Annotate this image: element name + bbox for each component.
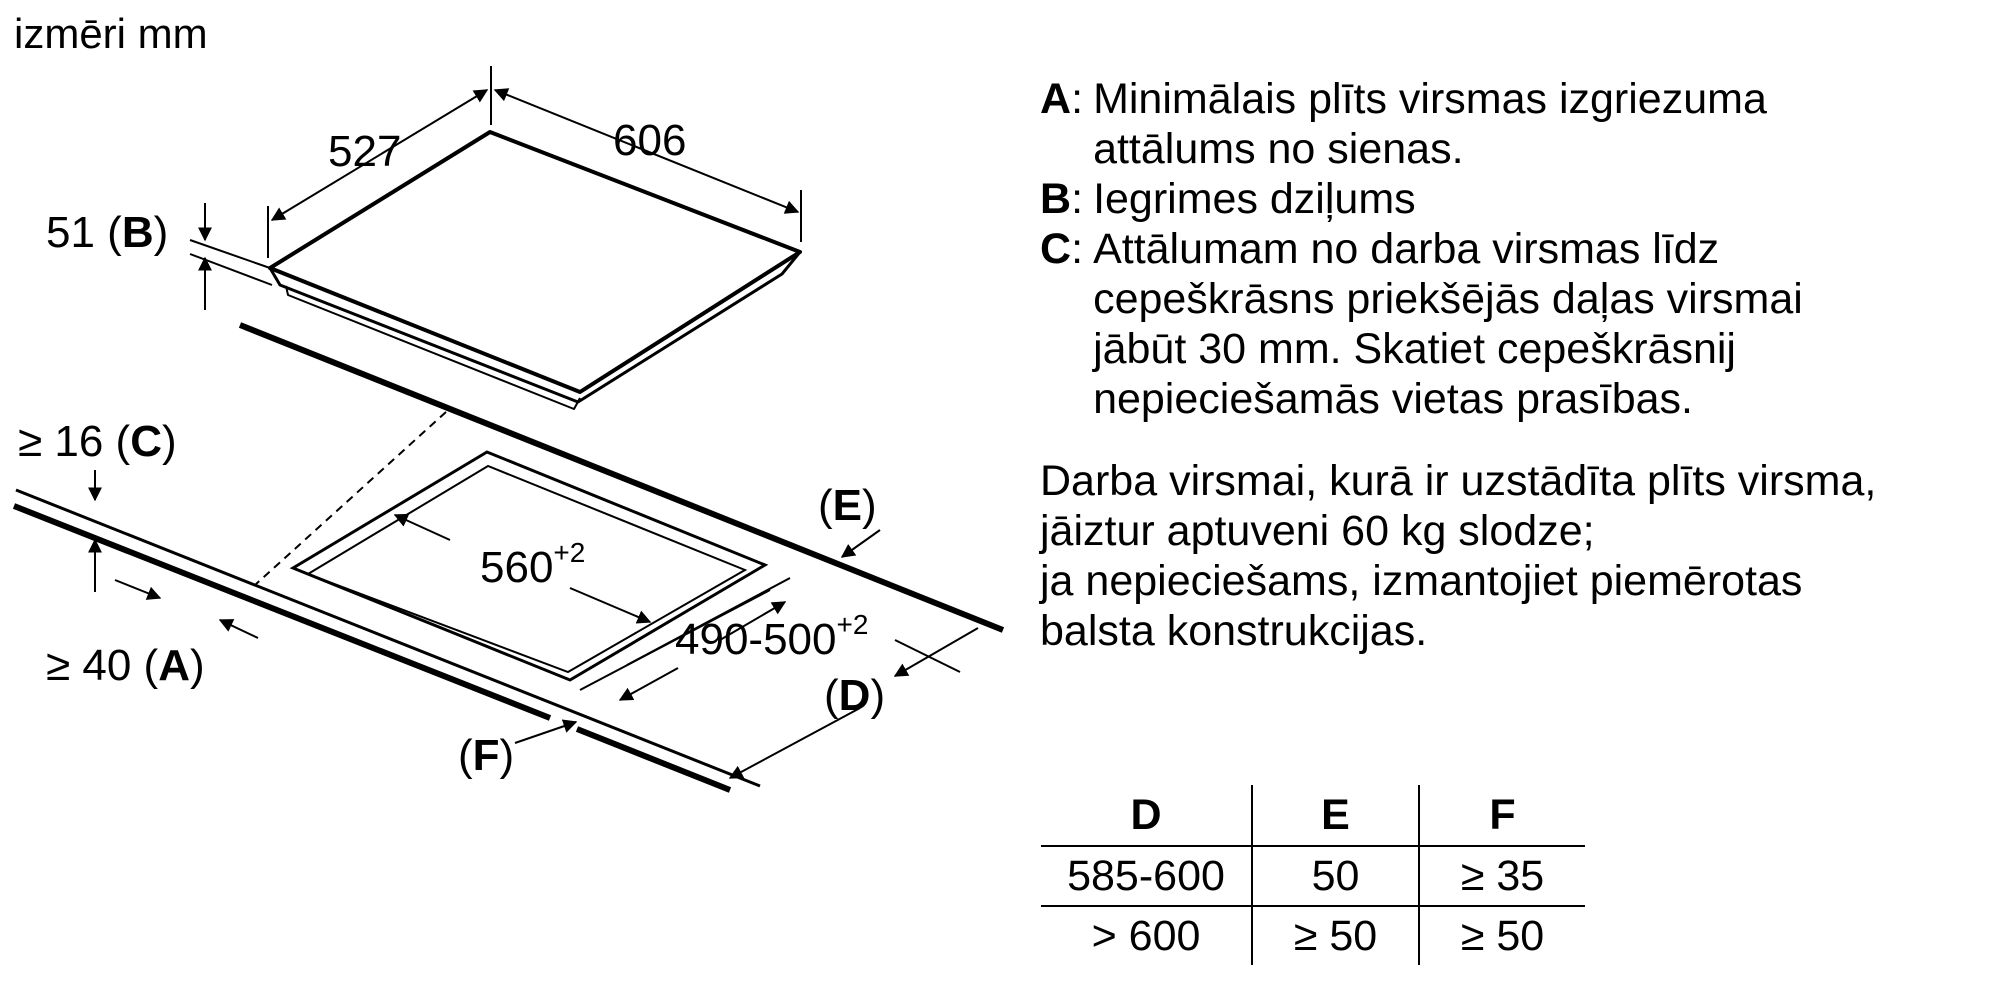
- table-cell: ≥ 50: [1251, 905, 1419, 965]
- label-f: (F): [458, 731, 514, 780]
- worktop-front-edge: [12, 488, 761, 793]
- legend: A: Minimālais plīts virsmas izgriezuma a…: [1040, 74, 1990, 424]
- depth-dimension: 527: [328, 127, 401, 176]
- table-header-row: D E F: [1041, 785, 1585, 846]
- installation-diagram: izmēri mm: [12, 10, 1005, 793]
- legend-text: Minimālais plīts virsmas izgriezuma attā…: [1093, 75, 1767, 173]
- label-e: (E): [818, 481, 877, 530]
- legend-key: C: [1040, 225, 1072, 273]
- table-header: F: [1418, 785, 1585, 846]
- load-note: Darba virsmai, kurā ir uzstādīta plīts v…: [1040, 457, 1877, 655]
- cutout: [254, 411, 769, 682]
- width-dimension: 606: [613, 116, 686, 165]
- table-cell: ≥ 50: [1418, 905, 1585, 965]
- legend-item-a: A: Minimālais plīts virsmas izgriezuma a…: [1040, 74, 1990, 174]
- legend-key: A: [1040, 75, 1072, 123]
- oven-gap-label: ≥ 16 (C): [18, 417, 177, 466]
- table-header: E: [1251, 785, 1419, 846]
- table-row: > 600 ≥ 50 ≥ 50: [1041, 905, 1585, 965]
- clearance-table: D E F 585-600 50 ≥ 35 > 600 ≥ 50 ≥ 50: [1041, 785, 1585, 965]
- dimension-lines: [88, 66, 979, 779]
- worktop-back-edge: [238, 322, 1005, 633]
- table-cell: > 600: [1041, 905, 1252, 965]
- table-cell: 50: [1251, 845, 1419, 906]
- cutout-depth-label: 490-500+2: [675, 609, 868, 664]
- table-row: 585-600 50 ≥ 35: [1041, 845, 1585, 906]
- cutout-width-label: 560+2: [480, 537, 585, 592]
- legend-item-c: C: Attālumam no darba virsmas līdz cepeš…: [1040, 224, 1990, 424]
- table-cell: 585-600: [1041, 845, 1252, 906]
- legend-item-b: B: Iegrimes dziļums: [1040, 174, 1990, 224]
- unit-label: izmēri mm: [14, 10, 208, 57]
- table-header: D: [1130, 790, 1162, 839]
- table-cell: ≥ 35: [1418, 845, 1585, 906]
- recess-depth-label: 51 (B): [46, 208, 168, 257]
- legend-text: Iegrimes dziļums: [1093, 175, 1416, 223]
- legend-text: Attālumam no darba virsmas līdz cepeškrā…: [1093, 225, 1803, 423]
- label-d: (D): [824, 671, 885, 720]
- legend-key: B: [1040, 175, 1072, 223]
- wall-gap-label: ≥ 40 (A): [46, 641, 205, 690]
